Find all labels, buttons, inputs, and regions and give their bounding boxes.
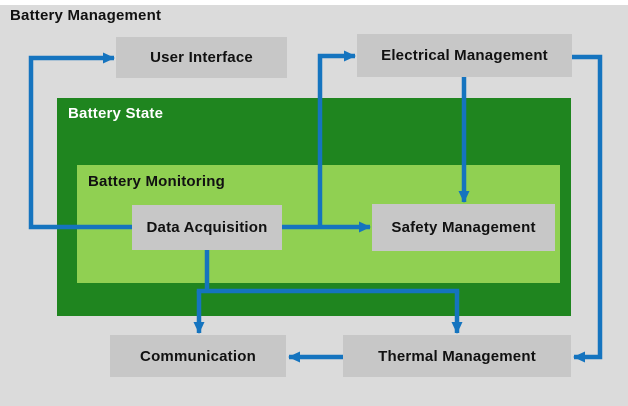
node-communication: Communication <box>110 335 286 377</box>
node-data-acquisition: Data Acquisition <box>132 205 282 250</box>
node-safety-management: Safety Management <box>372 204 555 251</box>
node-user-interface: User Interface <box>116 37 287 78</box>
edge-electrical-to-thermal <box>572 54 603 363</box>
node-thermal-management: Thermal Management <box>343 335 571 377</box>
battery-state-label: Battery State <box>68 105 164 122</box>
node-electrical-management: Electrical Management <box>357 34 572 77</box>
battery-monitoring-label: Battery Monitoring <box>88 173 225 190</box>
top-white-strip <box>0 0 628 5</box>
diagram-title: Battery Management <box>10 7 162 24</box>
